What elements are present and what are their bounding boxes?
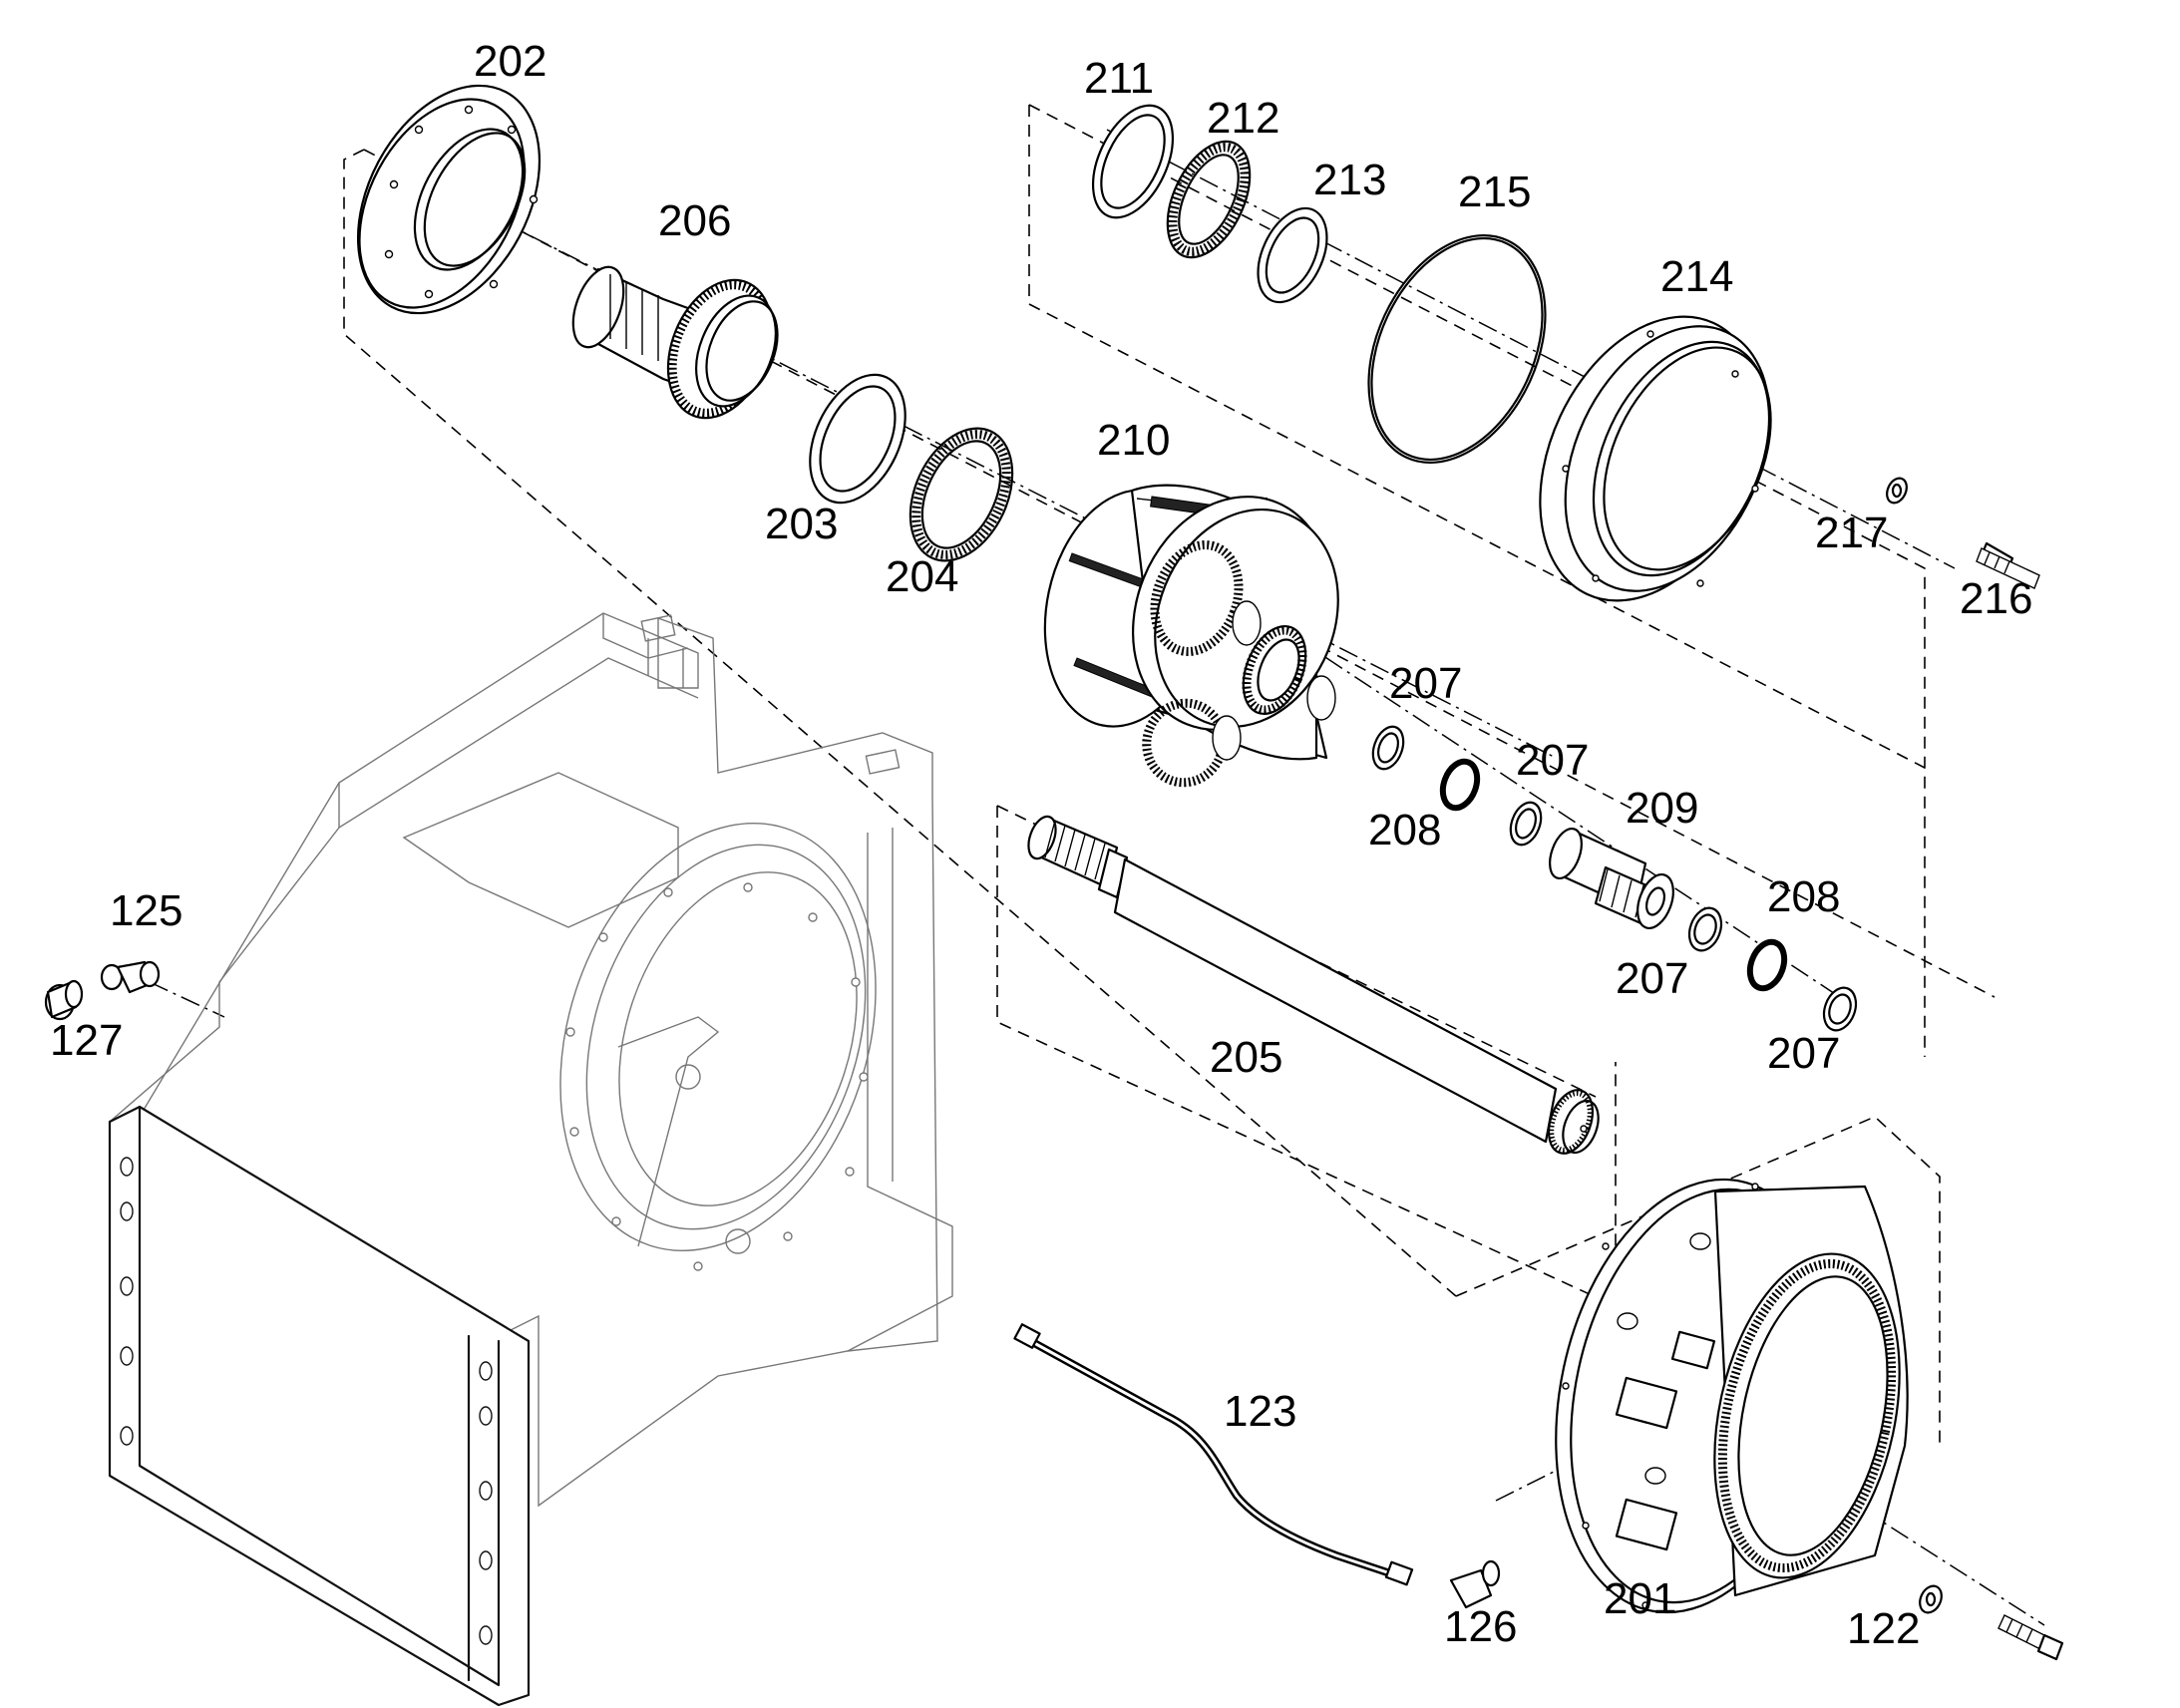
label-207-c: 207 (1616, 954, 1688, 1003)
part-127-cap (44, 979, 84, 1021)
label-126: 126 (1444, 1602, 1517, 1651)
label-204: 204 (886, 552, 958, 601)
label-123: 123 (1224, 1387, 1296, 1436)
part-211-washer (1091, 104, 1175, 219)
part-215-o-ring (1367, 234, 1547, 464)
part-202-flange (356, 84, 542, 315)
label-207-d: 207 (1767, 1029, 1840, 1078)
part-213-washer (1257, 206, 1328, 304)
label-208-a: 208 (1368, 806, 1441, 854)
label-206: 206 (658, 196, 731, 245)
label-217: 217 (1815, 509, 1888, 557)
part-207-washer-2 (1509, 801, 1543, 847)
label-205: 205 (1210, 1033, 1282, 1082)
part-206-gear-hub (571, 265, 779, 420)
axle-housing (108, 612, 953, 1707)
label-125: 125 (110, 886, 182, 935)
part-125-elbow-fitting (100, 960, 161, 994)
part-207-washer-3 (1687, 906, 1723, 952)
label-212: 212 (1207, 94, 1279, 143)
part-204-needle-bearing (908, 427, 1014, 562)
label-213: 213 (1313, 156, 1386, 204)
part-209-splined-bushing (1549, 828, 1674, 929)
label-127: 127 (50, 1016, 123, 1065)
label-207-b: 207 (1516, 736, 1589, 785)
label-208-b: 208 (1767, 872, 1840, 921)
part-123-hose (1013, 1323, 1414, 1586)
part-122-bolt (1998, 1614, 2064, 1661)
label-214: 214 (1660, 252, 1733, 301)
label-209: 209 (1626, 784, 1698, 833)
part-217-lock-washer (1886, 477, 1908, 505)
label-122: 122 (1847, 1604, 1920, 1653)
part-201-housing-cover (1555, 1178, 1909, 1614)
label-207-a: 207 (1389, 659, 1462, 708)
callout-labels: 202 206 203 204 210 211 212 213 215 214 … (50, 37, 2032, 1653)
part-122-washer (1919, 1584, 1943, 1614)
label-211: 211 (1084, 54, 1154, 103)
part-207-washer-1 (1371, 725, 1405, 771)
part-203-washer (809, 373, 907, 505)
part-126-elbow (1449, 1559, 1501, 1609)
label-203: 203 (765, 500, 838, 548)
part-208-seal-ring-1 (1439, 758, 1481, 812)
part-205-shaft (1027, 815, 1600, 1155)
label-215: 215 (1458, 168, 1531, 216)
label-210: 210 (1097, 416, 1170, 465)
part-210-planet-carrier (1043, 484, 1339, 788)
label-201: 201 (1604, 1574, 1676, 1623)
label-202: 202 (474, 37, 546, 86)
part-214-ring-cover (1539, 315, 1772, 602)
part-216-bolt (1976, 541, 2040, 589)
part-212-needle-bearing (1166, 140, 1252, 259)
part-207-washer-4 (1822, 986, 1858, 1032)
part-208-seal-ring-2 (1746, 938, 1788, 992)
label-216: 216 (1960, 574, 2032, 623)
